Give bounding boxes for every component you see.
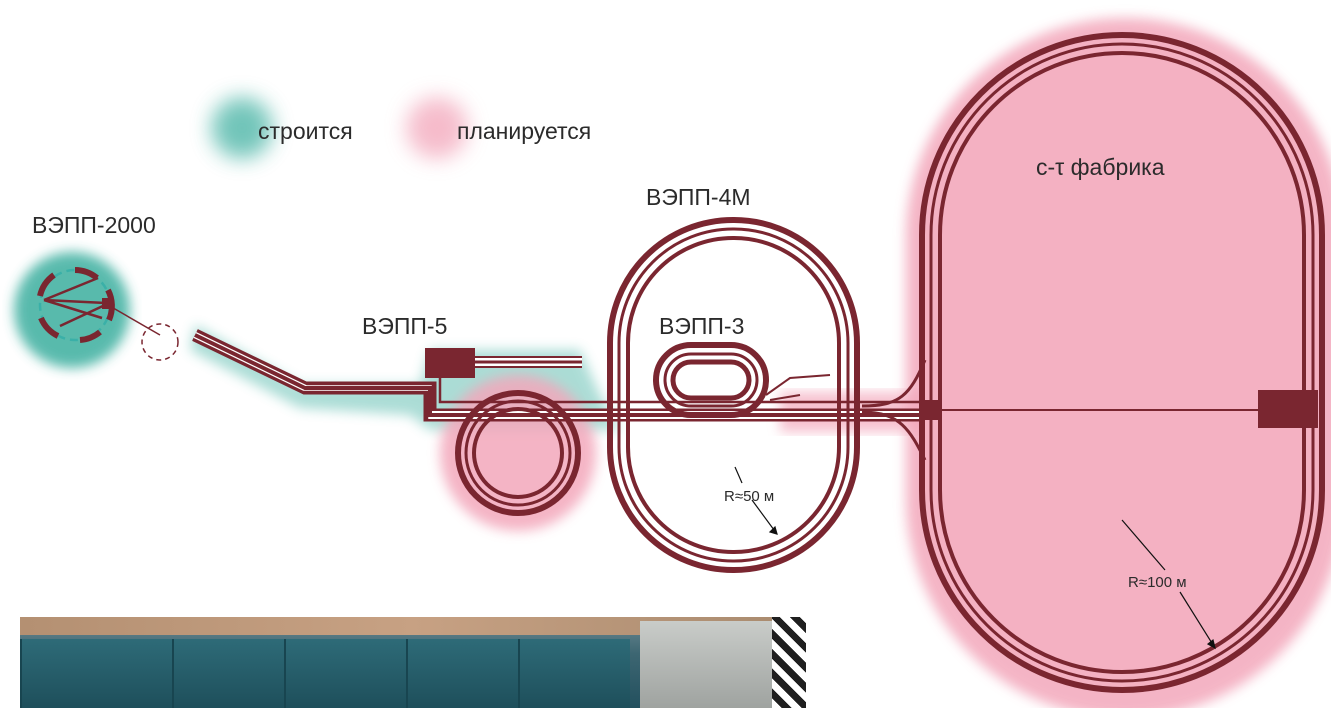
radius-100-label: R≈100 м	[1128, 574, 1187, 591]
vepp3-ring	[653, 342, 831, 418]
vepp5-damping-ring	[455, 390, 581, 516]
photo-wall	[20, 617, 806, 635]
lab-photo	[20, 617, 806, 708]
photo-cabinet	[172, 639, 284, 708]
legend-planned-swatch	[411, 102, 463, 154]
photo-stripes	[772, 617, 806, 708]
vepp5-injector	[425, 348, 475, 378]
radius-arrow-50	[734, 466, 778, 535]
vepp2000-ring	[37, 267, 179, 361]
legend-building-label: строится	[258, 118, 353, 144]
photo-cabinet	[284, 639, 406, 708]
radius-50-label: R≈50 м	[724, 488, 775, 505]
photo-cabinet	[518, 639, 630, 708]
vepp3-label: ВЭПП-3	[659, 313, 745, 339]
photo-cabinet	[20, 639, 172, 708]
legend-building-swatch	[216, 102, 268, 154]
legend-planned-label: планируется	[457, 118, 592, 144]
vepp4m-label: ВЭПП-4М	[646, 184, 751, 210]
vepp5-label: ВЭПП-5	[362, 313, 448, 339]
photo-cabinet	[406, 639, 518, 708]
ctau-factory-ring	[861, 32, 1325, 693]
photo-machine	[640, 621, 780, 708]
ctau-factory-label: c-τ фабрика	[1036, 154, 1165, 180]
radius-arrow-100	[1121, 519, 1216, 650]
vepp2000-label: ВЭПП-2000	[32, 212, 156, 238]
vepp4m-ring	[607, 217, 860, 573]
